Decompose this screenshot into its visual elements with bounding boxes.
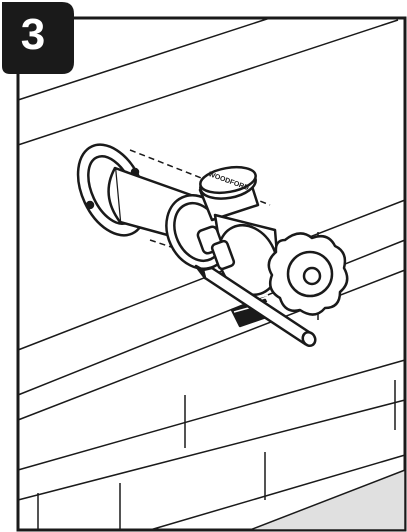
ground-shade [249,468,406,531]
step-badge-shape [2,2,74,74]
pencil-icon [194,264,317,348]
step-badge: 3 [2,2,74,74]
step-number: 3 [20,10,46,59]
